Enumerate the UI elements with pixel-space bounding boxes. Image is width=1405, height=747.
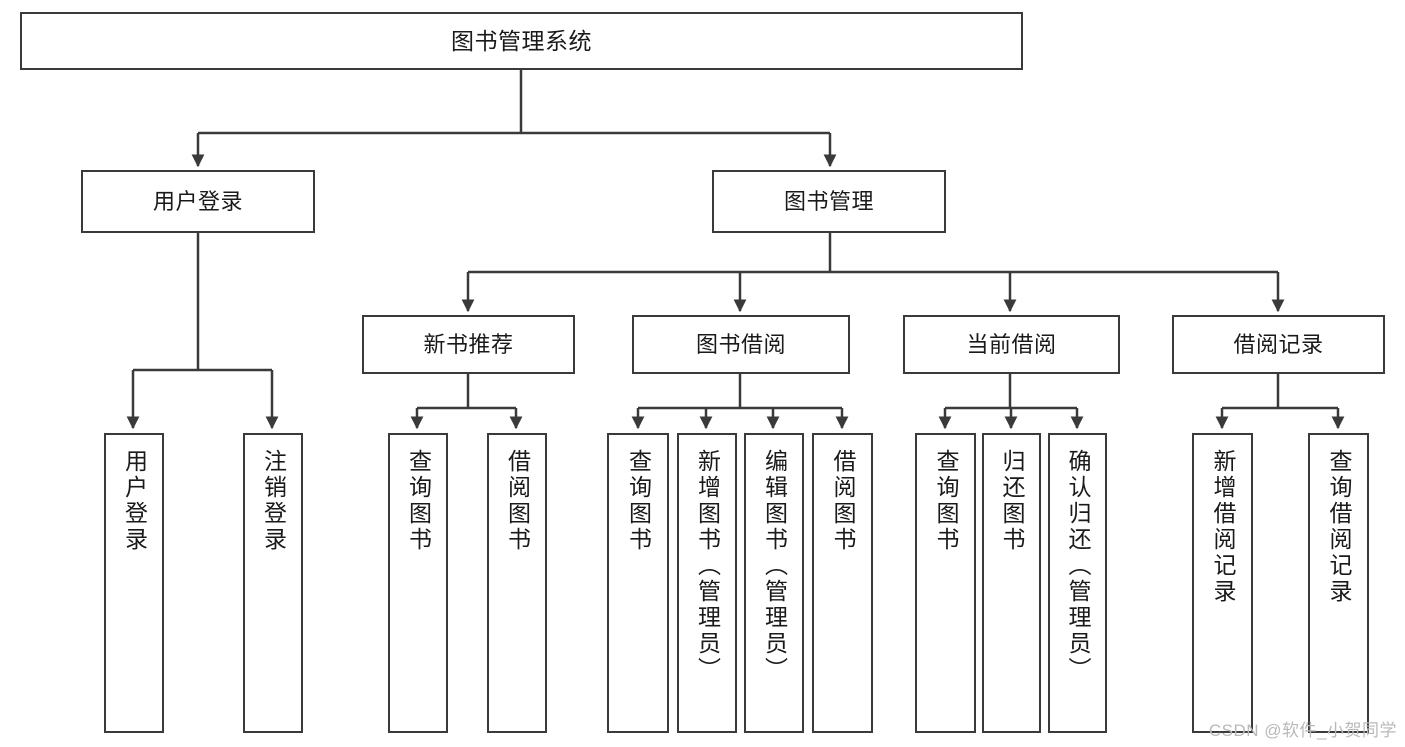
leaf-current-borrow-confirm-return[interactable]: 确认归还（管理员） xyxy=(1048,433,1107,733)
node-label: 确认归还（管理员） xyxy=(1065,449,1091,683)
node-label: 图书管理 xyxy=(783,188,874,214)
node-label: 查询图书 xyxy=(933,449,959,553)
node-new-book-recommend[interactable]: 新书推荐 xyxy=(362,315,575,374)
node-label: 新书推荐 xyxy=(423,331,514,357)
watermark-text: CSDN @软件_小贺同学 xyxy=(1208,721,1397,740)
node-label: 新增图书（管理员） xyxy=(694,449,721,683)
leaf-new-book-borrow[interactable]: 借阅图书 xyxy=(487,433,547,733)
leaf-user-login-login[interactable]: 用户登录 xyxy=(104,433,164,733)
node-label: 归还图书 xyxy=(999,449,1025,553)
node-label: 图书管理系统 xyxy=(451,27,592,54)
node-book-management[interactable]: 图书管理 xyxy=(712,170,946,233)
node-book-borrow[interactable]: 图书借阅 xyxy=(632,315,850,374)
leaf-borrow-record-query[interactable]: 查询借阅记录 xyxy=(1308,433,1369,733)
node-borrow-record[interactable]: 借阅记录 xyxy=(1172,315,1385,374)
node-label: 编辑图书（管理员） xyxy=(761,449,788,683)
node-label: 新增借阅记录 xyxy=(1210,449,1236,605)
node-label: 用户登录 xyxy=(152,188,243,214)
node-label: 用户登录 xyxy=(121,449,148,553)
node-root-book-management-system[interactable]: 图书管理系统 xyxy=(20,12,1023,70)
leaf-book-borrow-borrow[interactable]: 借阅图书 xyxy=(812,433,873,733)
leaf-current-borrow-return[interactable]: 归还图书 xyxy=(982,433,1041,733)
node-label: 借阅记录 xyxy=(1233,331,1324,357)
leaf-user-login-logout[interactable]: 注销登录 xyxy=(243,433,303,733)
node-label: 当前借阅 xyxy=(966,331,1057,357)
node-label: 查询图书 xyxy=(625,449,652,553)
leaf-new-book-query[interactable]: 查询图书 xyxy=(388,433,448,733)
node-user-login[interactable]: 用户登录 xyxy=(81,170,315,233)
node-label: 借阅图书 xyxy=(830,449,856,553)
leaf-book-borrow-edit[interactable]: 编辑图书（管理员） xyxy=(744,433,804,733)
leaf-current-borrow-query[interactable]: 查询图书 xyxy=(915,433,976,733)
node-label: 借阅图书 xyxy=(504,449,531,553)
leaf-book-borrow-query[interactable]: 查询图书 xyxy=(607,433,669,733)
node-current-borrow[interactable]: 当前借阅 xyxy=(903,315,1120,374)
node-label: 查询借阅记录 xyxy=(1326,449,1352,605)
node-label: 查询图书 xyxy=(405,449,432,553)
node-label: 图书借阅 xyxy=(695,331,786,357)
leaf-book-borrow-add[interactable]: 新增图书（管理员） xyxy=(677,433,737,733)
leaf-borrow-record-add[interactable]: 新增借阅记录 xyxy=(1192,433,1253,733)
node-label: 注销登录 xyxy=(260,449,287,553)
